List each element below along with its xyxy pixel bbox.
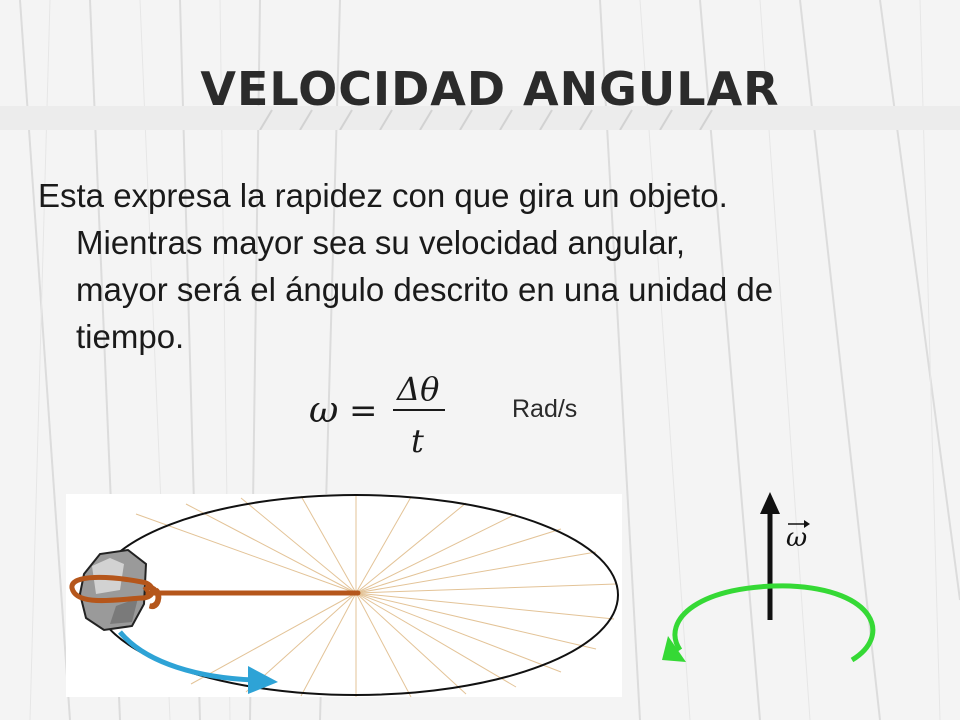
unit-label: Rad/s	[512, 395, 578, 423]
formula-numerator: Δθ	[395, 370, 439, 408]
circular-motion-diagram	[66, 494, 622, 697]
formula-equals: =	[349, 391, 378, 431]
title-decoration-bar	[0, 106, 960, 130]
omega-vector-arrowhead	[760, 492, 780, 514]
paragraph-line-4: tiempo.	[76, 318, 185, 355]
slide-title: VELOCIDAD ANGULAR	[200, 62, 780, 116]
slide-paragraph: Esta expresa la rapidez con que gira un …	[38, 172, 938, 360]
vector-label-arrow-tip	[804, 520, 810, 528]
rock	[78, 548, 148, 632]
angular-velocity-formula: ω = Δθ t	[309, 370, 445, 460]
angular-velocity-vector-diagram: ω	[662, 492, 876, 663]
motion-arrow	[118, 630, 255, 683]
sector-rays	[135, 495, 617, 697]
rope-loop	[69, 574, 162, 610]
rotation-arrow	[672, 583, 876, 663]
vector-label: ω	[786, 523, 807, 553]
paragraph-line-2: Mientras mayor sea su velocidad angular,	[76, 224, 685, 261]
motion-arrowhead	[248, 666, 278, 694]
paragraph-line-3: mayor será el ángulo descrito en una uni…	[76, 271, 774, 308]
paragraph-line-1: Esta expresa la rapidez con que gira un …	[38, 177, 728, 214]
formula-denominator: t	[411, 422, 424, 460]
rotation-arrowhead	[662, 636, 686, 662]
formula-omega: ω	[309, 390, 338, 431]
